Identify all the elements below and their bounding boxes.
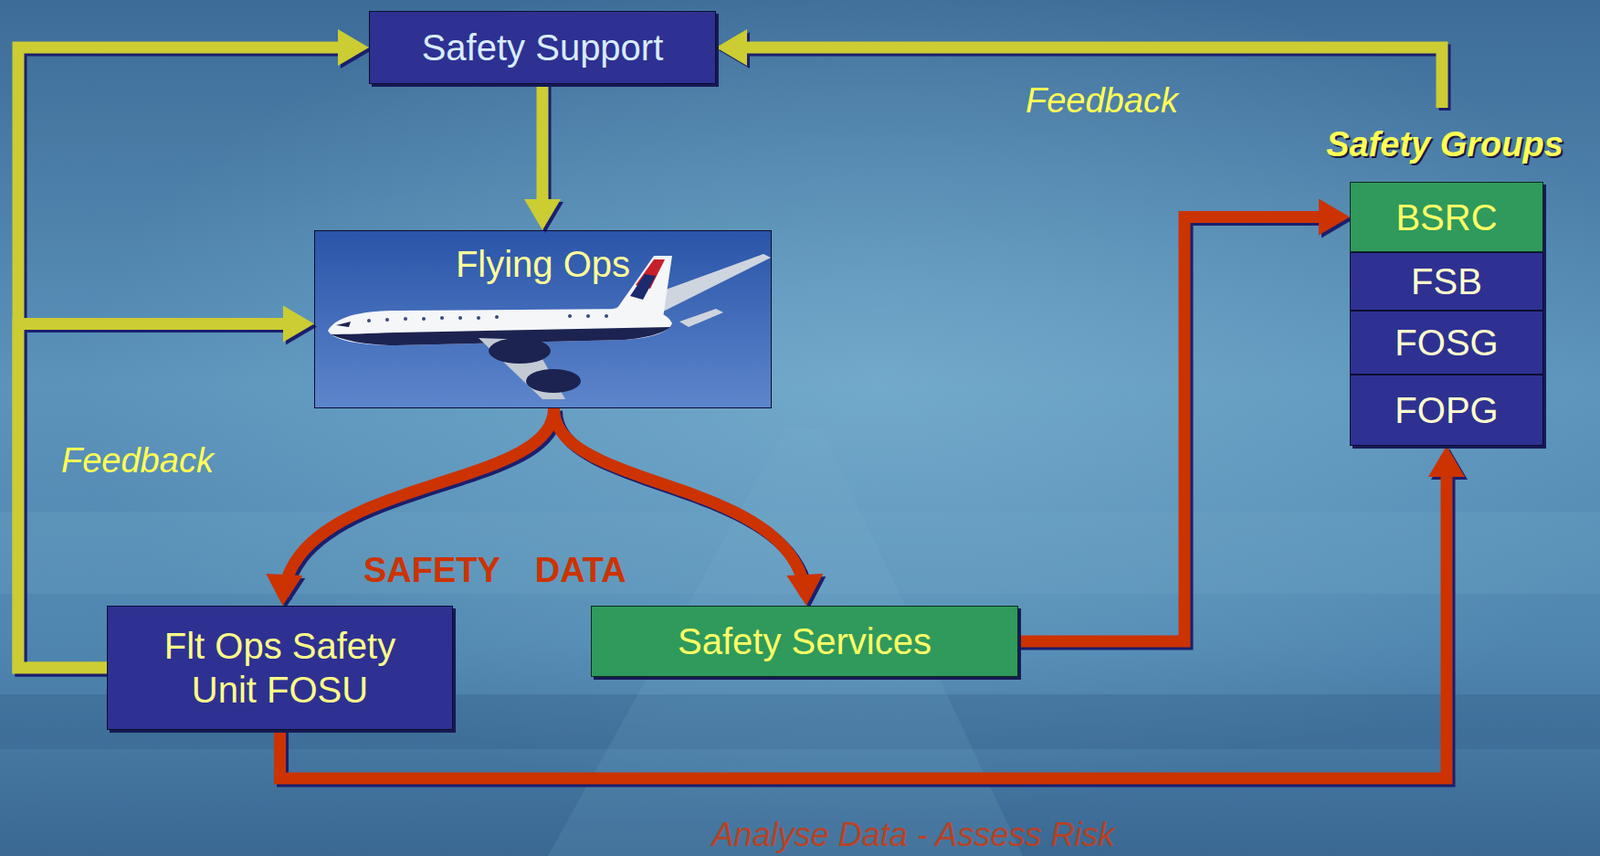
box-text: FOSG [1394,320,1498,365]
flow-connector [280,445,1469,781]
box-text: FSB [1410,259,1483,304]
flow-connector [1018,199,1353,645]
flow-label: Analyse Data - Assess Risk [712,814,1116,854]
group-member-box: FOSG [1349,310,1544,375]
box-text: Flying Ops [455,242,631,286]
feedback-label: Feedback [61,440,214,483]
box-text: Safety Support [421,25,664,70]
process-box: Flt Ops Safety Unit FOSU [106,605,453,730]
box-text: Flt Ops Safety Unit FOSU [138,623,422,712]
group-member-box: FOPG [1349,374,1544,446]
group-member-box: BSRC [1349,181,1544,253]
flow-connector [18,29,372,671]
process-box: Safety Support [368,10,716,85]
box-text: Safety Services [677,619,932,664]
group-member-box: FSB [1349,252,1544,311]
feedback-label: Feedback [1025,80,1179,123]
box-text: FOPG [1394,388,1498,432]
box-text: BSRC [1395,195,1497,240]
process-box: Safety Services [590,605,1019,677]
flow-connector [524,84,564,233]
box-text: Safety Groups [1326,124,1564,167]
operations-box: Flying Ops [314,230,772,409]
group-box: Safety GroupsBSRC FSB FOSG FOPG [1294,107,1596,446]
flow-label: SAFETY DATA [363,549,627,592]
